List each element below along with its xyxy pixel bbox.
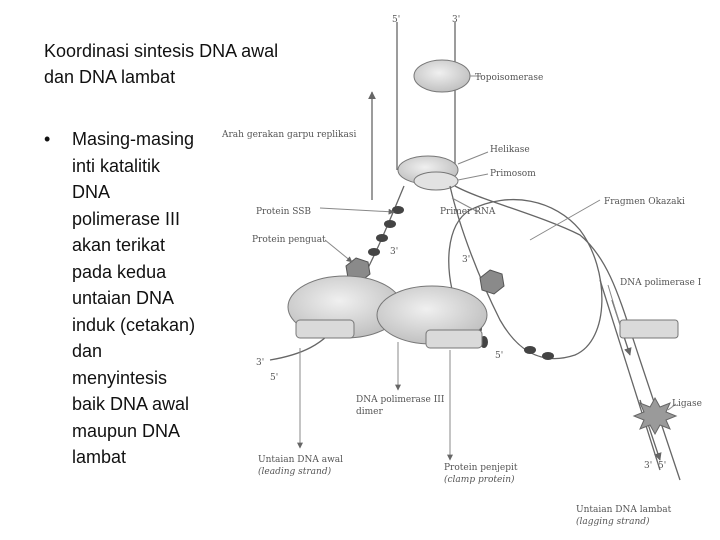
end-label: 5': [392, 15, 400, 25]
label-lagging-strand-line2: (lagging strand): [576, 516, 650, 527]
dna-pol-1-shape: [619, 319, 679, 339]
label-topoisomerase: Topoisomerase: [475, 73, 543, 83]
anchor-protein-right: [479, 269, 505, 295]
lagging-strand-loop: [448, 185, 603, 360]
end-label: 3': [452, 15, 460, 25]
clamp-protein-right: [425, 329, 483, 349]
bullet-line: Masing-masing: [72, 129, 195, 149]
primosome-leader: [457, 173, 489, 181]
ssb-protein: [542, 352, 554, 360]
bullet-line: menyintesis: [72, 367, 168, 388]
leader-lines: [297, 197, 677, 461]
ssb-protein: [384, 220, 396, 228]
bullet-line: maupun DNA: [72, 420, 181, 441]
end-label: 3': [256, 358, 264, 368]
bullet-line: polimerase III: [72, 208, 181, 229]
bullet-line: lambat: [72, 447, 127, 467]
ligase-shape: [632, 396, 678, 436]
label-ligase: Ligase: [672, 399, 702, 409]
ssb-protein: [392, 206, 404, 214]
parental-dna: [396, 22, 456, 170]
ssb-protein: [368, 248, 380, 256]
label-dna-pol-3-line2: dimer: [356, 407, 384, 417]
end-label: 3': [390, 247, 398, 257]
label-dna-pol-3-line1: DNA polimerase III: [356, 395, 445, 405]
bullet-text: Masing-masing inti katalitik DNA polimer…: [72, 126, 234, 471]
label-dna-pol-1: DNA polimerase I: [620, 278, 702, 288]
label-primer-rna: Primer RNA: [440, 207, 496, 217]
label-clamp-line1: Protein penjepit: [444, 463, 518, 473]
end-label: 5': [658, 461, 666, 471]
label-primosome: Primosom: [490, 169, 536, 179]
bullet-dot: •: [44, 129, 51, 149]
end-label: 5': [270, 373, 278, 383]
bullet-line: untaian DNA: [72, 288, 175, 308]
topoisomerase-shape: [413, 59, 471, 93]
label-leading-strand-line2: (leading strand): [258, 466, 332, 477]
end-label: 3': [462, 255, 470, 265]
end-label: 3': [644, 461, 652, 471]
primosome-shape: [413, 171, 459, 191]
label-lagging-strand-line1: Untaian DNA lambat: [576, 505, 672, 515]
bullet-line: dan: [72, 341, 103, 361]
bullet-line: inti katalitik: [72, 155, 161, 176]
bullet-point: • Masing-masing inti katalitik DNA polim…: [44, 126, 234, 471]
label-ssb: Protein SSB: [256, 207, 311, 217]
ssb-protein: [524, 346, 536, 354]
slide-title-line-1: Koordinasi sintesis DNA awal: [44, 41, 279, 61]
bullet-line: DNA: [72, 182, 111, 202]
label-clamp-line2: (clamp protein): [444, 474, 515, 485]
clamp-protein-left: [295, 319, 355, 339]
slide-title-line-2: dan DNA lambat: [44, 67, 176, 87]
label-anchor-protein: Protein penguat: [252, 235, 326, 245]
ssb-protein: [376, 234, 388, 242]
bullet-line: baik DNA awal: [72, 394, 190, 414]
bullet-line: induk (cetakan): [72, 314, 196, 335]
helicase-leader: [457, 151, 489, 165]
bullet-line: pada kedua: [72, 261, 167, 282]
label-helicase: Helikase: [490, 145, 530, 155]
label-leading-strand-line1: Untaian DNA awal: [258, 455, 343, 465]
label-fork-direction: Arah gerakan garpu replikasi: [221, 130, 356, 140]
slide-title: Koordinasi sintesis DNA awal dan DNA lam…: [44, 38, 344, 90]
bullet-line: akan terikat: [72, 235, 166, 255]
label-okazaki: Fragmen Okazaki: [604, 197, 685, 207]
end-label: 5': [495, 351, 503, 361]
lagging-strand-line: [599, 279, 661, 471]
